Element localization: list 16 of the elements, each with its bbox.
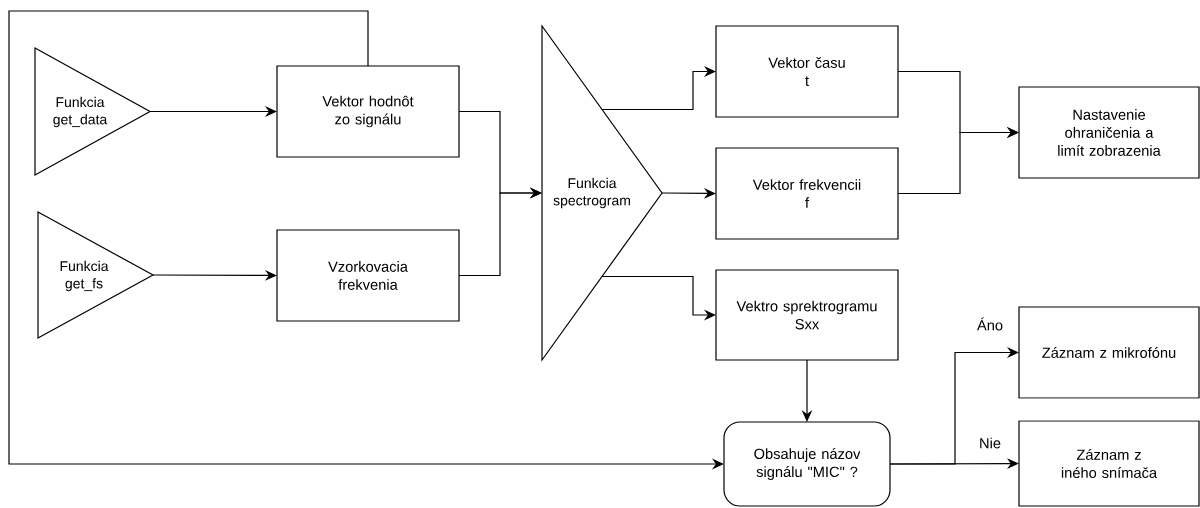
process-box: Vektor času t [715,25,899,118]
process-box: Vektro sprektrogramu Sxx [715,269,899,361]
triangle-block: Funkcia get_fs [37,211,155,339]
decision-box: Obsahuje názov signálu "MIC" ? [723,421,891,507]
process-box: Nastavenie ohraničenia a limít zobrazenia [1018,86,1200,179]
process-box: Vektor frekvencii f [715,147,899,240]
process-box: Záznam z mikrofónu [1018,306,1200,399]
process-box: Vektor hodnôt zo signálu [276,65,460,158]
edge-label: Áno [975,316,1005,332]
arrow [897,127,1019,195]
arrow [889,458,1019,469]
arrow [601,66,716,111]
process-box: Vzorkovacia frekvenia [276,229,460,322]
arrow [458,187,542,277]
process-box: Záznam z iného snímača [1018,420,1200,507]
edge-label: Nie [977,436,1003,450]
